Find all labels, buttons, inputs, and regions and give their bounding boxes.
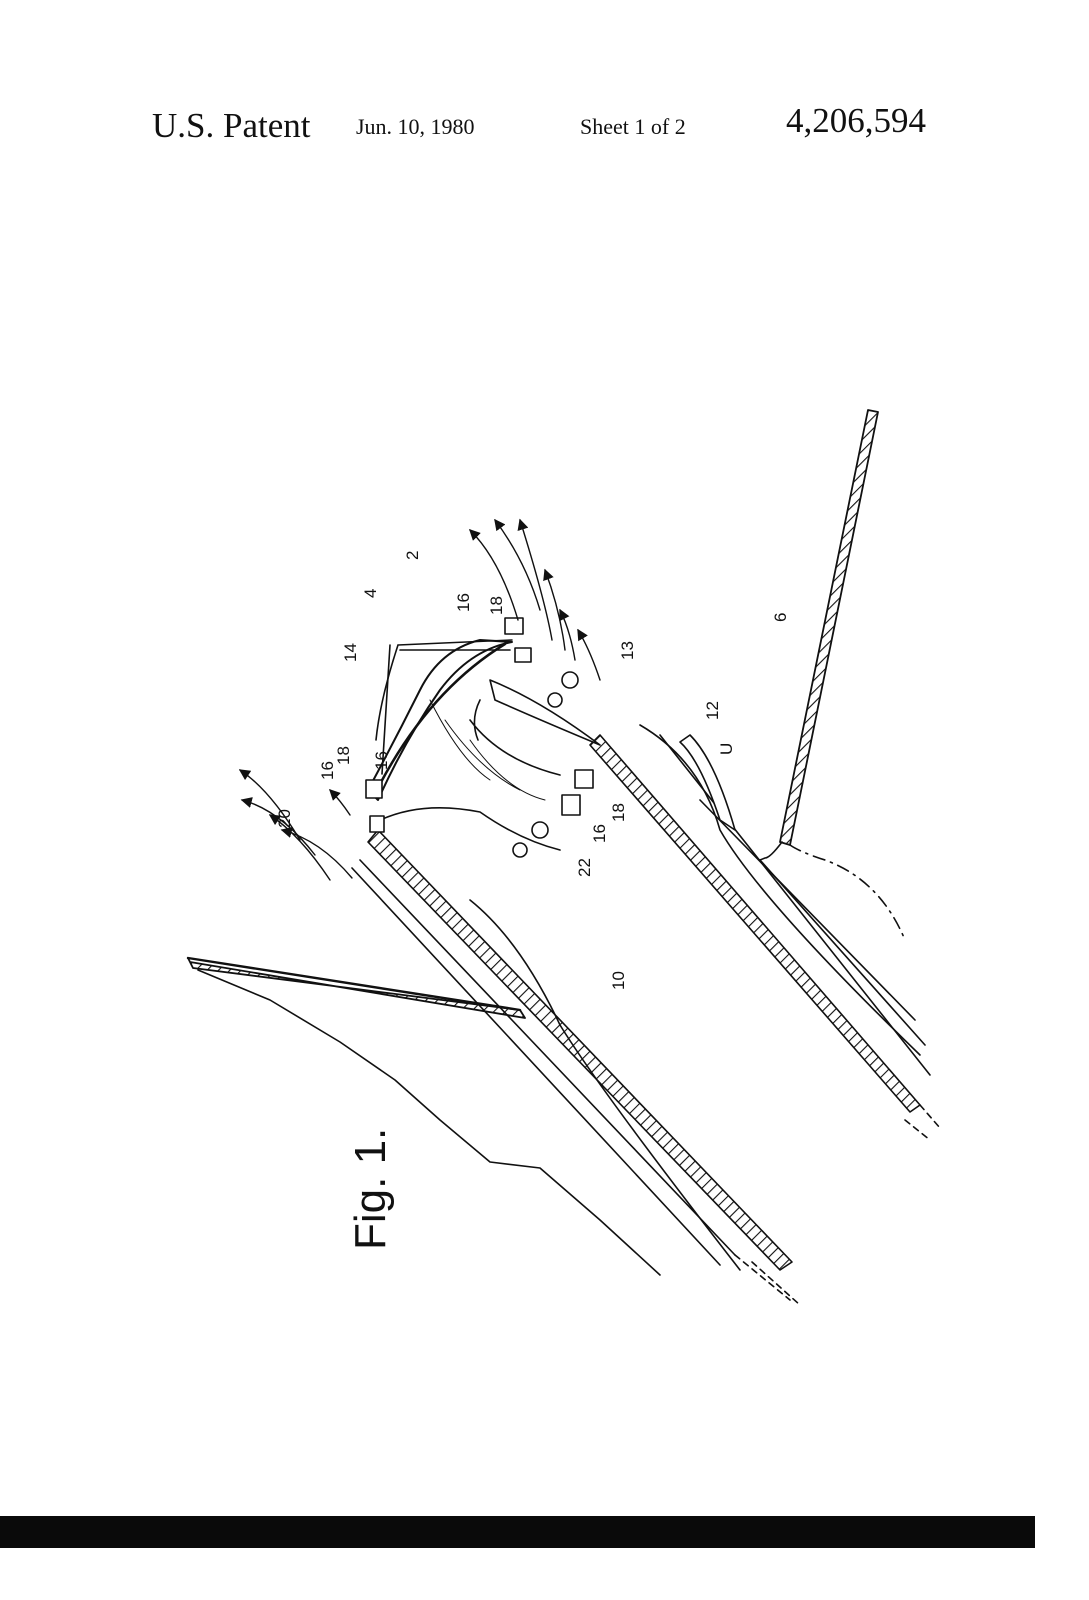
ref-18a: 18 xyxy=(487,596,506,615)
ref-13: 13 xyxy=(618,641,637,660)
upper-wing-plate xyxy=(187,957,526,1019)
ref-4: 4 xyxy=(361,589,380,598)
patent-date: Jun. 10, 1980 xyxy=(356,114,475,139)
figure-caption: Fig. 1. xyxy=(346,1128,395,1250)
ref-16d: 16 xyxy=(590,824,609,843)
ref-20: 20 xyxy=(275,809,294,828)
patent-number: 4,206,594 xyxy=(786,101,926,140)
ref-14: 14 xyxy=(341,643,360,662)
patent-label: U.S. Patent xyxy=(152,106,311,145)
ref-u: U xyxy=(717,743,736,755)
duct-upper-wall xyxy=(367,829,793,1271)
lower-wing-plate xyxy=(779,409,879,846)
ref-16a: 16 xyxy=(454,593,473,612)
ref-16c: 16 xyxy=(372,751,391,770)
ref-22: 22 xyxy=(575,858,594,877)
duct-lower-wall xyxy=(589,734,921,1113)
wing-contour xyxy=(197,969,661,1276)
ref-18b: 18 xyxy=(334,746,353,765)
ref-6: 6 xyxy=(771,613,790,622)
sheet-number: Sheet 1 of 2 xyxy=(580,114,686,139)
ref-18c: 18 xyxy=(609,803,628,822)
page-bottom-bar xyxy=(0,1516,1035,1548)
ref-12: 12 xyxy=(703,701,722,720)
ref-2: 2 xyxy=(403,551,422,560)
ref-10: 10 xyxy=(609,971,628,990)
ref-16b: 16 xyxy=(318,761,337,780)
